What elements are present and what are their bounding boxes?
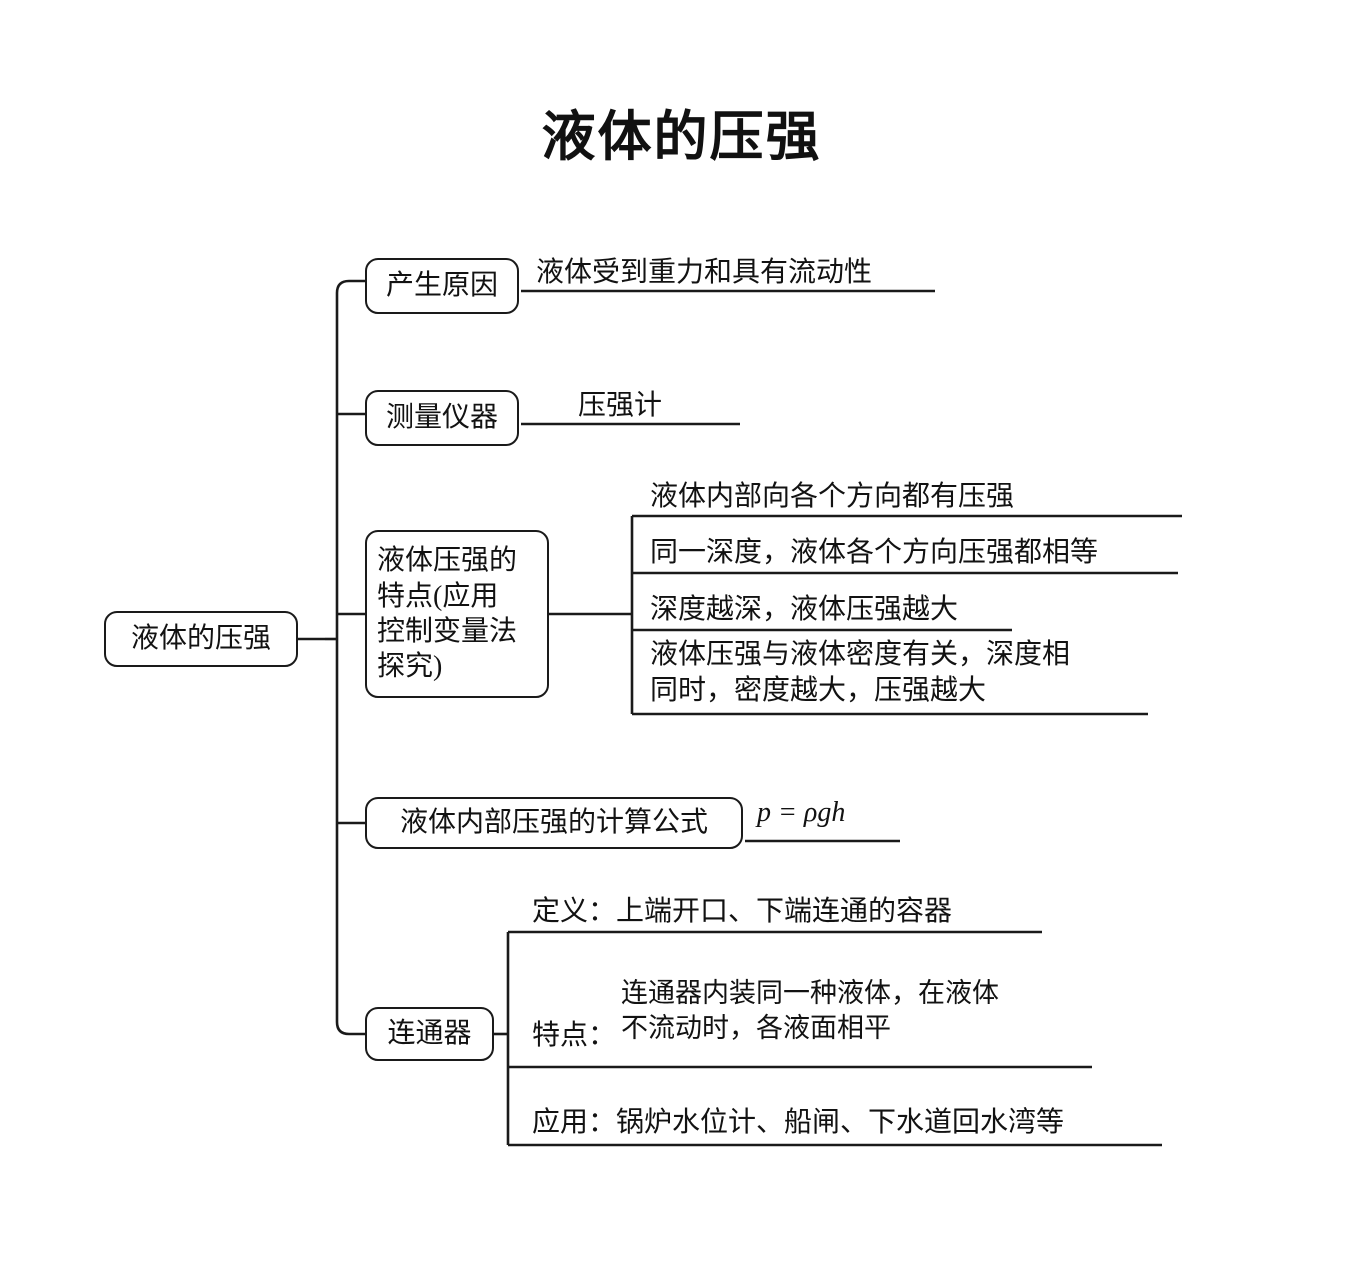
leaf-vessel-1: 定义：上端开口、下端连通的容器 [532, 896, 953, 927]
leaf-features-2: 同一深度，液体各个方向压强都相等 [650, 537, 1099, 568]
branch-node-features[interactable]: 液体压强的 特点(应用 控制变量法 探究) [365, 530, 549, 698]
branch-node-formula-label: 液体内部压强的计算公式 [399, 807, 708, 839]
page-title: 液体的压强 [541, 107, 822, 167]
leaf-vessel-2-prefix: 特点： [532, 1020, 617, 1051]
branch-node-features-label: 液体压强的 特点(应用 控制变量法 探究) [377, 545, 518, 683]
branch-node-instrument-label: 测量仪器 [385, 402, 498, 434]
leaf-instrument-1: 压强计 [578, 390, 663, 421]
branch-node-connected-vessel-label: 连通器 [387, 1018, 472, 1050]
root-node-label: 液体的压强 [130, 623, 271, 655]
branch-node-instrument[interactable]: 测量仪器 [365, 390, 519, 446]
branch-node-cause-label: 产生原因 [385, 270, 498, 302]
formula-text: p = ρgh [757, 797, 846, 828]
branch-node-formula[interactable]: 液体内部压强的计算公式 [365, 797, 743, 849]
leaf-features-1: 液体内部向各个方向都有压强 [650, 481, 1015, 512]
elbow-vessel [335, 1021, 365, 1036]
leaf-cause-1: 液体受到重力和具有流动性 [536, 257, 873, 288]
root-node[interactable]: 液体的压强 [104, 611, 298, 667]
leaf-vessel-2: 连通器内装同一种液体，在液体 不流动时，各液面相平 [621, 978, 999, 1044]
branch-node-cause[interactable]: 产生原因 [365, 258, 519, 314]
leaf-features-3: 深度越深，液体压强越大 [650, 594, 959, 625]
branch-node-connected-vessel[interactable]: 连通器 [365, 1007, 494, 1061]
elbow-cause [335, 279, 365, 294]
leaf-vessel-3: 应用：锅炉水位计、船闸、下水道回水湾等 [532, 1107, 1065, 1138]
leaf-features-4: 液体压强与液体密度有关，深度相 同时，密度越大，压强越大 [650, 639, 1071, 707]
